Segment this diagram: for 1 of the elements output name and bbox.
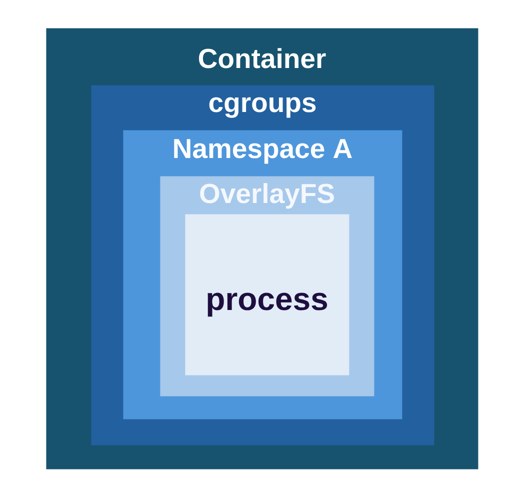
process-box: process [185, 214, 350, 376]
